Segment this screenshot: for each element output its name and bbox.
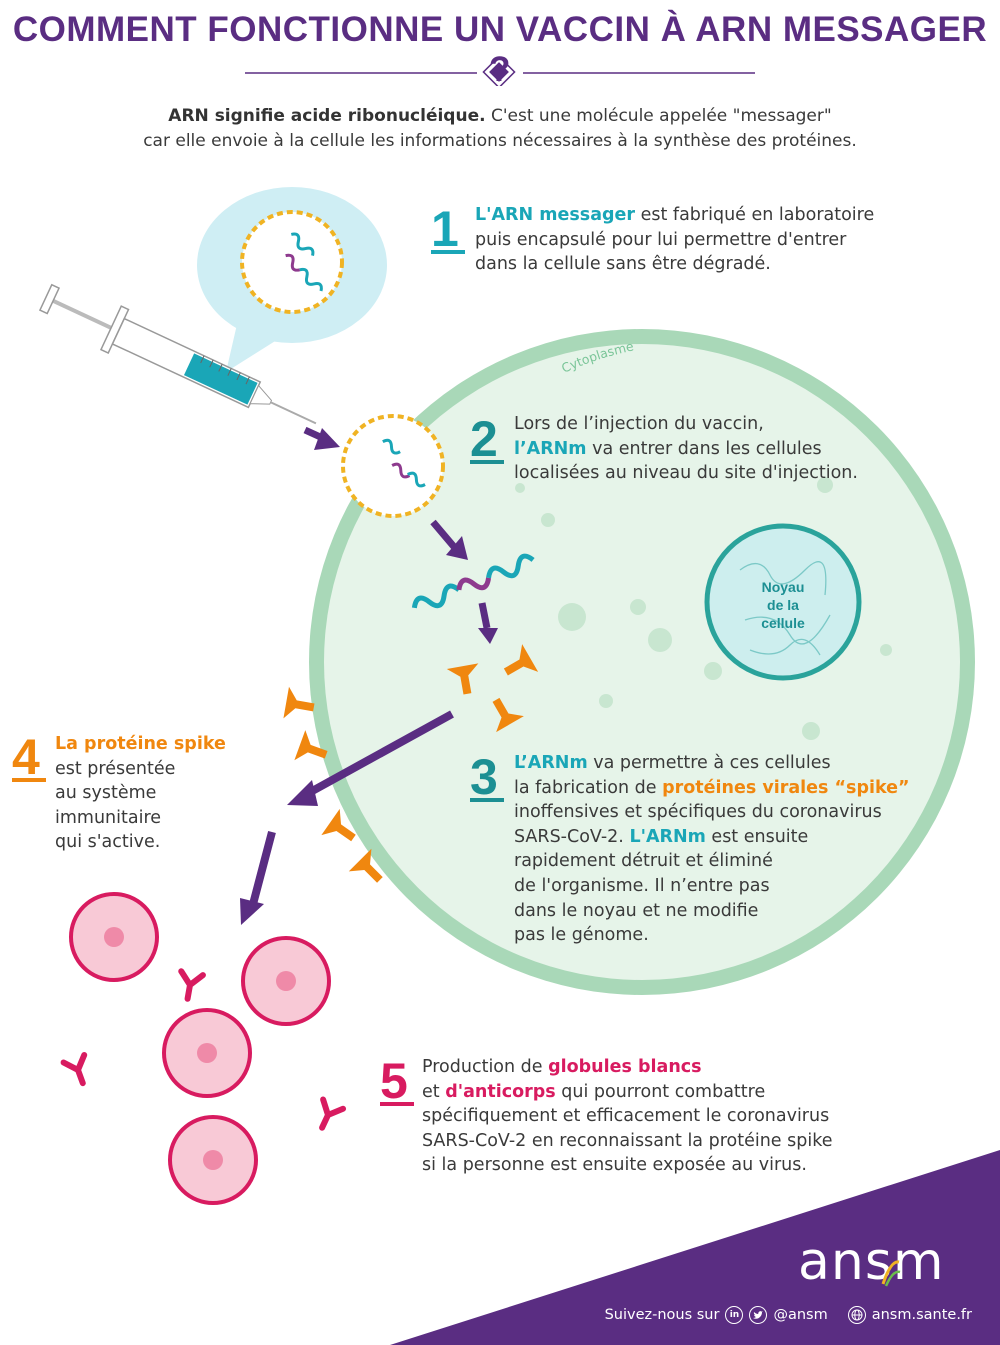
step-2-text: Lors de l’injection du vaccin, l’ARNm va… (514, 414, 858, 484)
arrow-translate (478, 602, 498, 644)
arrow-immune (240, 830, 276, 925)
footer-band (390, 1150, 1000, 1345)
ansm-logo[interactable]: ansm (798, 1232, 945, 1292)
spike-proteins-membrane (283, 686, 383, 883)
speech-bubble (197, 187, 387, 372)
step-1-number: 1 (431, 201, 459, 257)
step-4-underline (12, 778, 46, 782)
footer-social: Suivez-nous sur in @ansm ansm.sante.fr (605, 1306, 972, 1324)
logo-accent (881, 1260, 901, 1287)
step-1-text: L'ARN messager est fabriqué en laboratoi… (475, 205, 875, 275)
website-link[interactable]: ansm.sante.fr (871, 1307, 972, 1323)
cell-cytoplasm (324, 344, 960, 980)
step-1-underline (431, 250, 465, 254)
nucleus (704, 523, 862, 681)
step-5-underline (380, 1102, 414, 1106)
twitter-icon[interactable] (749, 1306, 768, 1324)
step-4-text: La protéine spike est présentée au systè… (55, 734, 226, 853)
step-3-text: L’ARNm va permettre à ces cellules la fa… (514, 753, 910, 946)
cell: Membrane cellulaire Cytoplasme (309, 286, 975, 995)
arrow-present (287, 710, 454, 806)
label-nucleus: Noyau de la cellule (761, 579, 805, 631)
linkedin-icon[interactable]: in (725, 1306, 744, 1324)
white-blood-cells (69, 892, 331, 1205)
intro-text: ARN signifie acide ribonucléique. C'est … (60, 104, 940, 154)
twitter-handle[interactable]: @ansm (773, 1307, 828, 1323)
step-5-text: Production de globules blancs et d'antic… (422, 1057, 833, 1176)
page-title: COMMENT FONCTIONNE UN VACCIN À ARN MESSA… (12, 10, 988, 89)
intro-bold: ARN signifie acide ribonucléique. (168, 106, 486, 126)
step-5-number: 5 (380, 1053, 408, 1109)
arrow-inject (303, 426, 340, 450)
step-2-number: 2 (470, 411, 498, 467)
intro-line2: car elle envoie à la cellule les informa… (143, 131, 857, 151)
step-2-underline (470, 460, 504, 464)
intro-line1: C'est une molécule appelée "messager" (485, 106, 832, 126)
syringe (38, 283, 317, 425)
lipid-capsule (341, 414, 445, 518)
follow-label: Suivez-nous sur (604, 1307, 720, 1323)
mrna-strand (411, 553, 535, 609)
step-3-number: 3 (470, 749, 498, 805)
arrow-release (430, 519, 468, 560)
step-3-underline (470, 798, 504, 802)
antibodies (60, 968, 347, 1131)
step-4-number: 4 (12, 729, 40, 785)
globe-icon (847, 1306, 866, 1324)
title-divider (245, 60, 755, 86)
spike-proteins-inside (446, 644, 539, 733)
